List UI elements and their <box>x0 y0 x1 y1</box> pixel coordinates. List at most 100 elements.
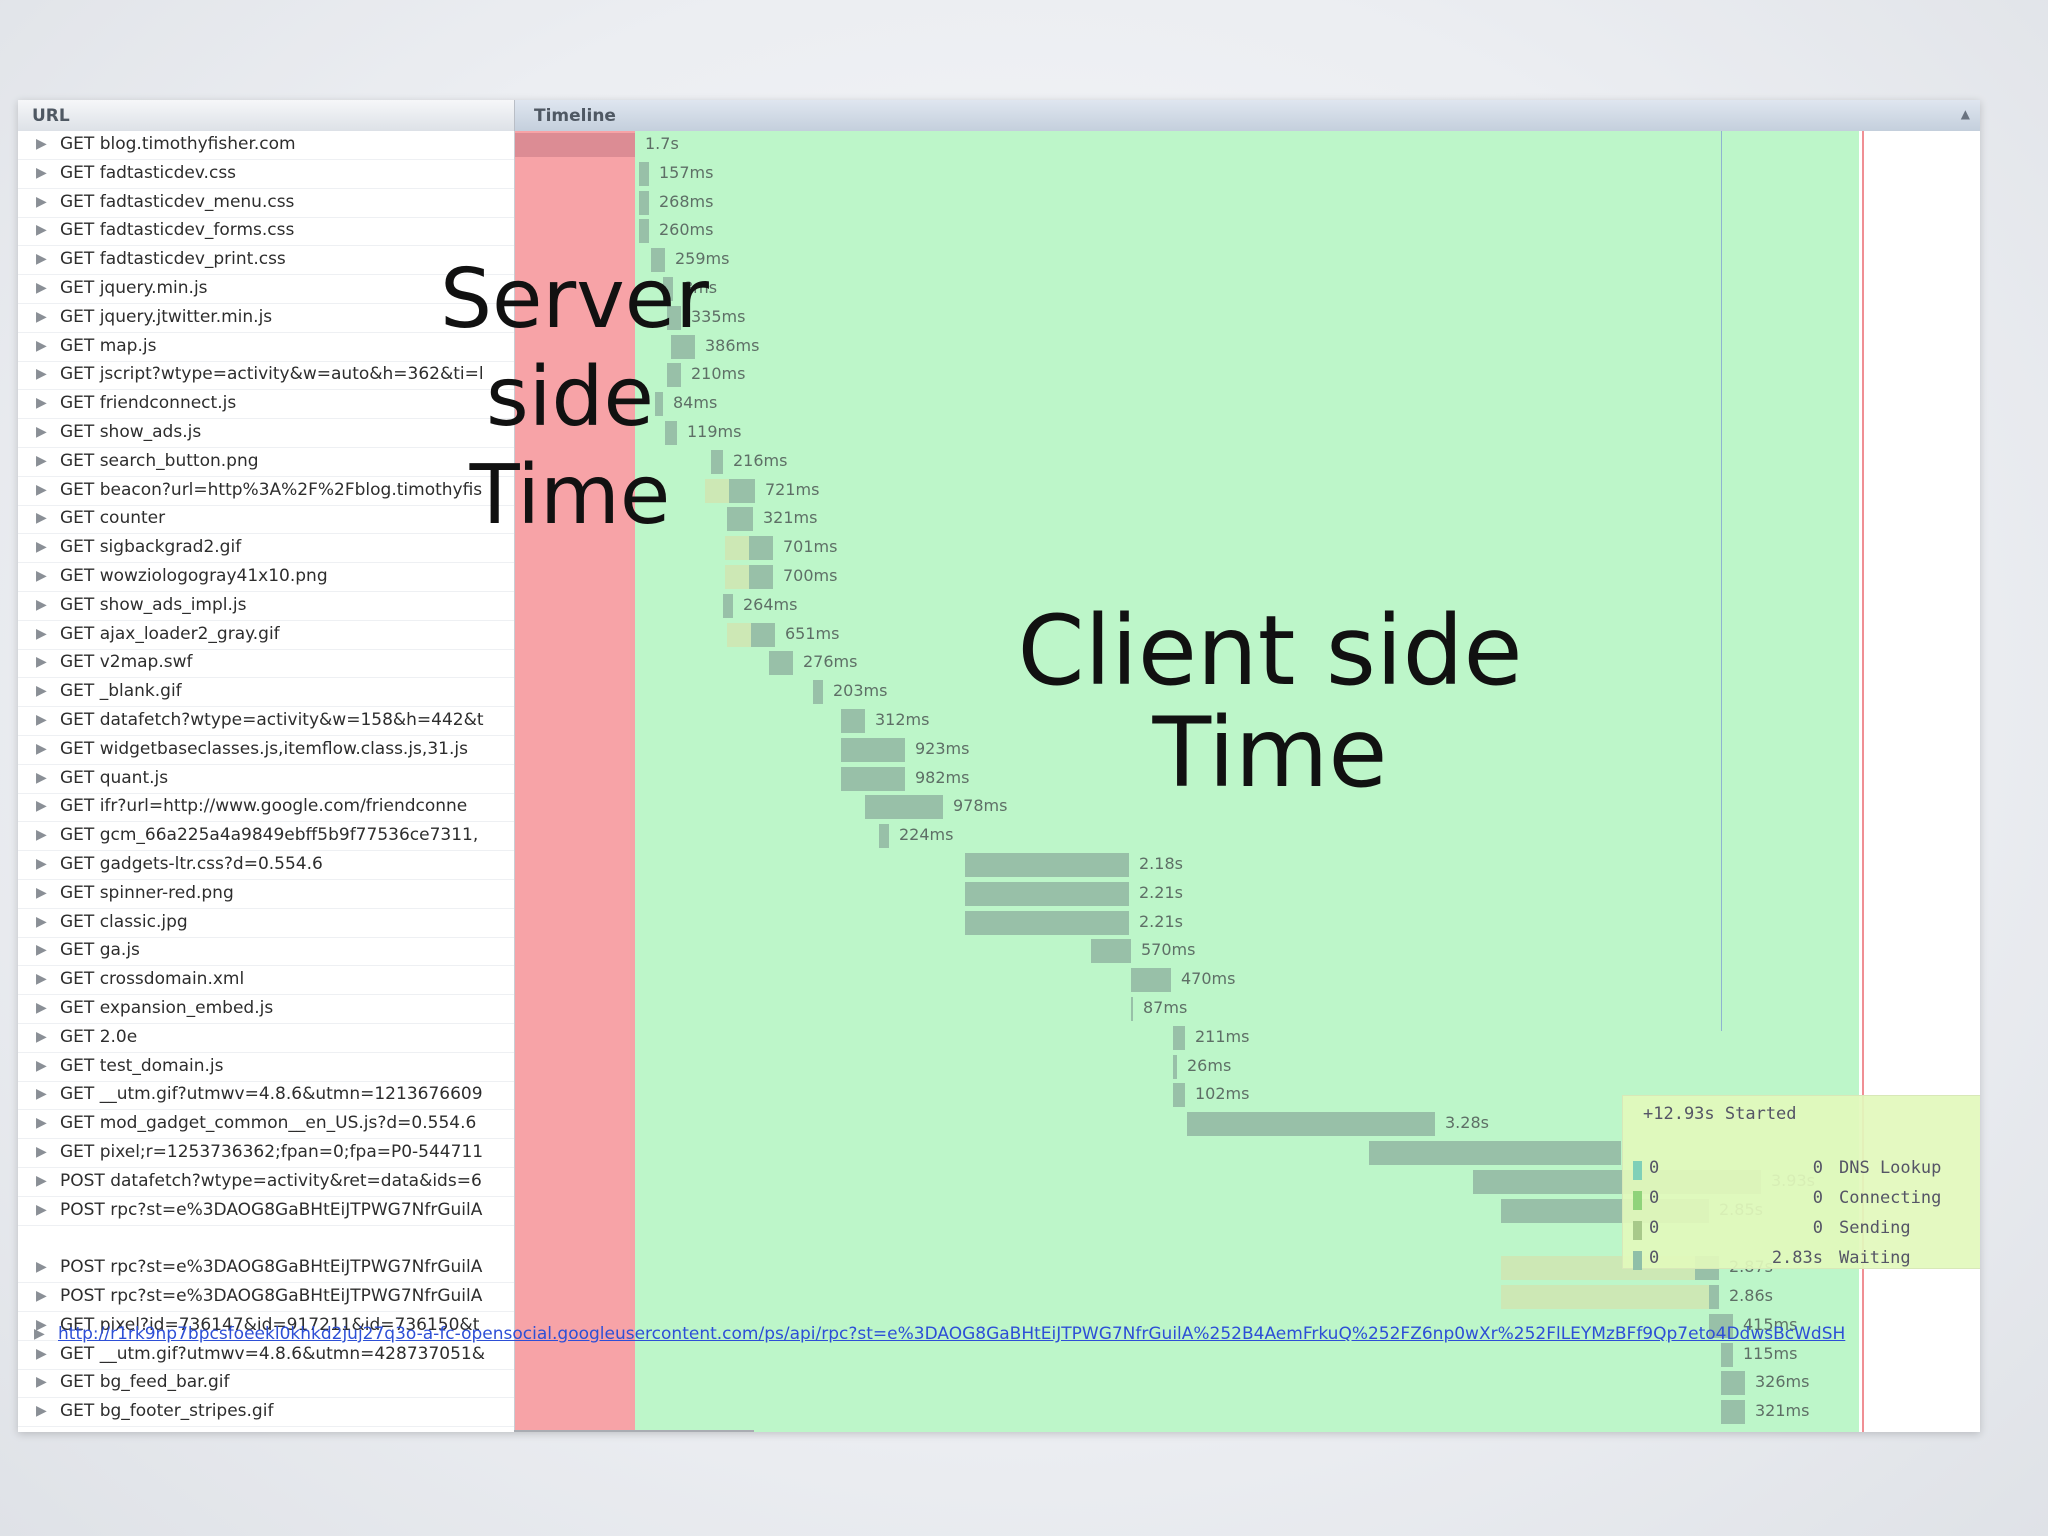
request-row[interactable]: ▶GET datafetch?wtype=activity&w=158&h=44… <box>18 707 514 736</box>
request-timing-bar[interactable] <box>841 766 905 791</box>
request-timing-bar[interactable] <box>1173 1025 1185 1050</box>
request-row[interactable]: ▶GET crossdomain.xml <box>18 966 514 996</box>
expand-arrow-icon[interactable]: ▶ <box>36 625 47 642</box>
expand-arrow-icon[interactable]: ▶ <box>36 568 47 584</box>
request-row[interactable]: ▶GET beacon?url=http%3A%2F%2Fblog.timoth… <box>18 477 514 506</box>
expand-arrow-icon[interactable]: ▶ <box>36 913 47 930</box>
request-timing-bar[interactable] <box>965 853 1129 877</box>
request-row[interactable]: ▶GET __utm.gif?utmwv=4.8.6&utmn=42873705… <box>18 1341 514 1370</box>
expand-arrow-icon[interactable]: ▶ <box>36 222 47 239</box>
request-row[interactable]: ▶GET pixel;r=1253736362;fpan=0;fpa=P0-54… <box>18 1139 514 1168</box>
request-timing-bar[interactable] <box>639 190 649 215</box>
expand-arrow-icon[interactable]: ▶ <box>36 193 47 210</box>
expand-arrow-icon[interactable]: ▶ <box>36 1144 47 1160</box>
expand-arrow-icon[interactable]: ▶ <box>36 1028 47 1045</box>
expand-arrow-icon[interactable]: ▶ <box>36 337 47 354</box>
request-row[interactable]: ▶GET bg_feed_bar.gif <box>18 1369 514 1399</box>
url-column-header[interactable]: URL <box>32 106 70 126</box>
expand-arrow-icon[interactable]: ▶ <box>36 280 47 296</box>
request-timing-bar[interactable] <box>639 219 649 244</box>
request-row[interactable]: ▶POST rpc?st=e%3DAOG8GaBHtEiJTPWG7NfrGui… <box>18 1254 514 1284</box>
expand-arrow-icon[interactable]: ▶ <box>34 1326 45 1342</box>
expand-arrow-icon[interactable]: ▶ <box>36 1201 47 1218</box>
expand-arrow-icon[interactable]: ▶ <box>36 884 47 901</box>
request-row[interactable]: ▶GET mod_gadget_common__en_US.js?d=0.554… <box>18 1110 514 1140</box>
request-timing-bar[interactable] <box>1091 939 1131 964</box>
expand-arrow-icon[interactable]: ▶ <box>36 942 47 959</box>
expand-arrow-icon[interactable]: ▶ <box>36 1374 47 1391</box>
request-row[interactable]: ▶GET pixel?id=736147&id=917211&id=736150… <box>18 1312 514 1341</box>
expand-arrow-icon[interactable]: ▶ <box>36 424 47 440</box>
request-timing-bar[interactable] <box>729 478 755 503</box>
request-link[interactable]: http://r1rk9np7bpcsfoeekl0khkd2juj27q3o-… <box>58 1324 1846 1344</box>
expand-arrow-icon[interactable]: ▶ <box>36 1316 47 1333</box>
request-row[interactable]: ▶GET sigbackgrad2.gif <box>18 534 514 564</box>
request-timing-bar[interactable] <box>965 881 1129 906</box>
request-row[interactable]: ▶GET show_ads_impl.js <box>18 592 514 621</box>
expand-arrow-icon[interactable]: ▶ <box>36 1259 47 1276</box>
expand-arrow-icon[interactable]: ▶ <box>36 769 47 786</box>
request-timing-bar[interactable] <box>639 161 649 186</box>
request-timing-bar[interactable] <box>651 248 665 273</box>
request-row[interactable]: ▶GET quant.js <box>18 765 514 794</box>
request-timing-bar[interactable] <box>879 824 889 849</box>
request-row[interactable]: ▶POST rpc?st=e%3DAOG8GaBHtEiJTPWG7NfrGui… <box>18 1283 514 1312</box>
request-row[interactable]: ▶GET ajax_loader2_gray.gif <box>18 621 514 650</box>
request-row[interactable]: ▶GET v2map.swf <box>18 649 514 679</box>
request-timing-bar[interactable] <box>727 507 753 532</box>
request-timing-bar[interactable] <box>667 305 681 330</box>
expand-arrow-icon[interactable]: ▶ <box>36 1086 47 1103</box>
request-row[interactable]: ▶GET widgetbaseclasses.js,itemflow.class… <box>18 736 514 765</box>
request-timing-bar[interactable] <box>749 536 773 561</box>
request-row[interactable]: ▶GET search_button.png <box>18 448 514 477</box>
request-timing-bar[interactable] <box>1709 1285 1719 1309</box>
request-row[interactable]: ▶GET classic.jpg <box>18 909 514 938</box>
request-timing-bar[interactable] <box>1721 1400 1745 1425</box>
request-timing-bar[interactable] <box>1709 1313 1733 1338</box>
request-row[interactable]: ▶GET fadtasticdev_print.css <box>18 246 514 276</box>
expand-arrow-icon[interactable]: ▶ <box>36 1115 47 1132</box>
request-timing-bar[interactable] <box>663 277 673 301</box>
request-row[interactable]: ▶POST rpc?st=e%3DAOG8GaBHtEiJTPWG7NfrGui… <box>18 1197 514 1226</box>
expand-arrow-icon[interactable]: ▶ <box>36 971 47 988</box>
request-timing-bar[interactable] <box>723 593 733 618</box>
request-row[interactable]: ▶GET jquery.jtwitter.min.js <box>18 304 514 333</box>
request-timing-bar[interactable] <box>1721 1342 1733 1367</box>
request-timing-bar[interactable] <box>749 565 773 589</box>
timeline-column-header[interactable]: Timeline <box>534 106 616 126</box>
sort-arrow-icon[interactable]: ▲ <box>1960 107 1970 121</box>
request-row[interactable]: ▶GET 2.0e <box>18 1024 514 1053</box>
expand-arrow-icon[interactable]: ▶ <box>36 740 47 757</box>
request-timing-bar[interactable] <box>965 910 1129 935</box>
request-timing-bar[interactable] <box>813 680 823 705</box>
expand-arrow-icon[interactable]: ▶ <box>36 539 47 556</box>
request-timing-bar[interactable] <box>769 651 793 676</box>
request-row[interactable]: ▶GET map.js <box>18 333 514 362</box>
expand-arrow-icon[interactable]: ▶ <box>36 596 47 613</box>
request-timing-bar[interactable] <box>655 392 663 417</box>
request-row[interactable]: ▶GET fadtasticdev_menu.css <box>18 189 514 218</box>
link-row[interactable]: ▶ http://r1rk9np7bpcsfoeekl0khkd2juj27q3… <box>18 1321 1980 1349</box>
request-row[interactable]: ▶GET show_ads.js <box>18 419 514 448</box>
expand-arrow-icon[interactable]: ▶ <box>36 856 47 872</box>
request-row[interactable]: ▶GET friendconnect.js <box>18 390 514 420</box>
expand-arrow-icon[interactable]: ▶ <box>36 481 47 498</box>
expand-arrow-icon[interactable]: ▶ <box>36 395 47 412</box>
expand-arrow-icon[interactable]: ▶ <box>36 712 47 728</box>
request-row[interactable]: ▶GET wowziologogray41x10.png <box>18 563 514 592</box>
expand-arrow-icon[interactable]: ▶ <box>36 452 47 469</box>
request-timing-bar[interactable] <box>1369 1141 1621 1165</box>
request-timing-bar[interactable] <box>1173 1083 1185 1108</box>
request-timing-bar[interactable] <box>865 795 943 820</box>
request-timing-bar[interactable] <box>1187 1112 1435 1137</box>
expand-arrow-icon[interactable]: ▶ <box>36 654 47 671</box>
expand-arrow-icon[interactable]: ▶ <box>36 1057 47 1074</box>
request-row[interactable]: ▶GET spinner-red.png <box>18 880 514 909</box>
expand-arrow-icon[interactable]: ▶ <box>36 1000 47 1016</box>
request-row[interactable]: ▶GET ga.js <box>18 937 514 967</box>
request-timing-bar[interactable] <box>1721 1371 1745 1396</box>
request-row[interactable]: ▶GET gadgets-ltr.css?d=0.554.6 <box>18 851 514 880</box>
request-row[interactable]: ▶GET gcm_66a225a4a9849ebff5b9f77536ce731… <box>18 822 514 852</box>
request-row[interactable]: ▶GET jscript?wtype=activity&w=auto&h=362… <box>18 361 514 391</box>
expand-arrow-icon[interactable]: ▶ <box>36 308 47 325</box>
